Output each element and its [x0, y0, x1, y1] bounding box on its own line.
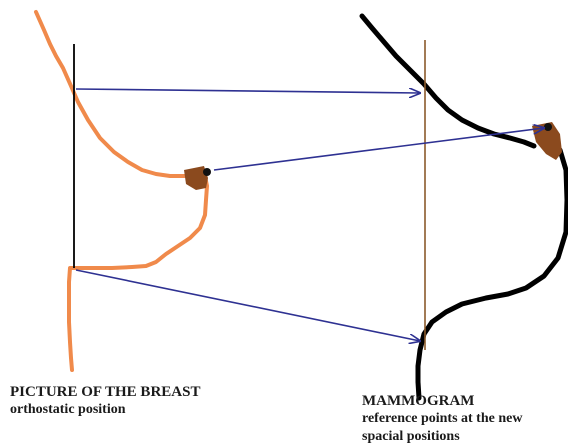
arrow-nipple	[214, 128, 544, 170]
right-nipple-point	[544, 123, 552, 131]
mammogram-outline	[362, 16, 567, 398]
left-caption: PICTURE OF THE BREAST orthostatic positi…	[10, 383, 200, 419]
left-caption-subtitle: orthostatic position	[10, 401, 200, 419]
right-caption-subtitle-line1: reference points at the new	[362, 410, 522, 428]
left-nipple-point	[203, 168, 211, 176]
right-caption: MAMMOGRAM reference points at the new sp…	[362, 392, 522, 446]
right-caption-title: MAMMOGRAM	[362, 392, 522, 410]
arrow-lower-reference	[76, 270, 420, 341]
right-caption-subtitle-line2: spacial positions	[362, 428, 522, 446]
arrow-upper-reference	[76, 89, 420, 93]
left-caption-title: PICTURE OF THE BREAST	[10, 383, 200, 401]
breast-profile-outline	[36, 12, 207, 370]
